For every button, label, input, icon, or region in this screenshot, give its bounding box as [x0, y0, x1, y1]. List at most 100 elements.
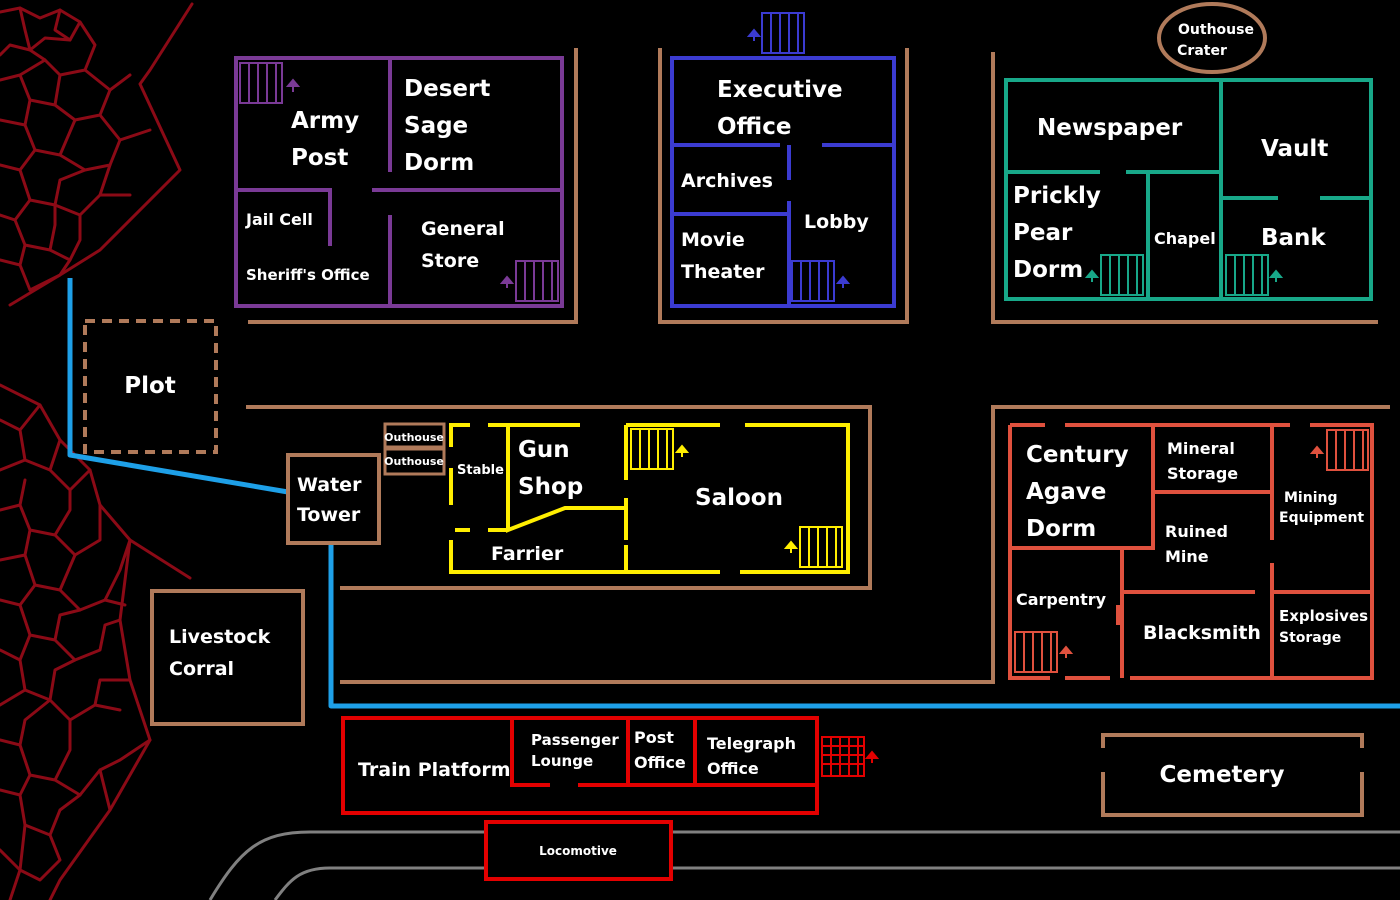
outhouse-1-label: Outhouse [384, 431, 444, 444]
jail-cell-label: Jail Cell [245, 210, 313, 229]
general-store-label-2: Store [421, 250, 479, 272]
post-office-label-2: Office [634, 753, 686, 772]
bank-label: Bank [1261, 225, 1326, 251]
livestock-corral[interactable]: Livestock Corral [150, 589, 305, 726]
explosives-storage-label-2: Storage [1279, 630, 1341, 646]
coral-block-labels: Century Agave Dorm Mineral Storage Minin… [1016, 439, 1368, 646]
general-store-stairs-icon [515, 260, 559, 302]
outhouse-1[interactable]: Outhouse [383, 422, 446, 449]
desert-sage-dorm-label-3: Dorm [404, 150, 474, 176]
century-agave-dorm-label-1: Century [1026, 442, 1129, 468]
post-office-label-1: Post [634, 728, 674, 747]
century-agave-dorm-label-3: Dorm [1026, 516, 1096, 542]
mining-equipment-label-1: Mining [1284, 490, 1337, 506]
telegraph-office-label-1: Telegraph [707, 734, 796, 753]
blue-block-stairs [746, 12, 851, 302]
locomotive[interactable]: Locomotive [484, 820, 673, 881]
blacksmith-label: Blacksmith [1143, 622, 1261, 644]
livestock-corral-label-1: Livestock [169, 626, 271, 648]
teal-block [1004, 78, 1373, 301]
outhouse-crater-label-2: Crater [1177, 43, 1227, 59]
water-pipeline [67, 278, 1400, 709]
up-arrow-icon [1058, 645, 1074, 658]
train-platform-label: Train Platform [358, 759, 511, 781]
canyon-cracks [0, 2, 194, 900]
red-block [341, 716, 819, 815]
passenger-lounge-label-1: Passenger [531, 731, 619, 749]
blue-block [670, 56, 896, 308]
saloon-label: Saloon [695, 485, 783, 511]
mining-equipment-stairs-icon [1326, 429, 1369, 471]
prickly-pear-dorm-label-3: Dorm [1013, 257, 1083, 283]
executive-stairs-icon [761, 12, 805, 54]
desert-sage-dorm-label-2: Sage [404, 113, 468, 139]
ruined-mine-label-2: Mine [1165, 547, 1209, 566]
stable-label: Stable [457, 463, 504, 478]
executive-office-label-1: Executive [717, 77, 843, 103]
saloon-lower-stairs-icon [799, 526, 843, 568]
army-post-label-2: Post [291, 145, 348, 171]
purple-block-stairs [239, 62, 559, 302]
coral-block-stairs [1014, 429, 1369, 673]
carpentry-stairs-icon [1014, 631, 1058, 673]
plot[interactable]: Plot [83, 319, 218, 454]
red-block-stairs [821, 736, 880, 777]
gun-shop-label-2: Shop [518, 474, 583, 500]
mineral-storage-label-2: Storage [1167, 464, 1238, 483]
up-arrow-icon [835, 275, 851, 288]
passenger-lounge-label-2: Lounge [531, 752, 593, 770]
desert-sage-dorm-label-1: Desert [404, 76, 490, 102]
up-arrow-icon [1309, 445, 1325, 458]
blue-block-labels: Executive Office Archives Lobby Movie Th… [681, 77, 869, 283]
sheriffs-office-label: Sheriff's Office [246, 266, 370, 284]
century-agave-dorm-label-2: Agave [1026, 479, 1106, 505]
outhouse-crater-label-1: Outhouse [1178, 22, 1254, 38]
purple-block-labels: Army Post Desert Sage Dorm Jail Cell She… [245, 76, 505, 284]
up-arrow-icon [1268, 269, 1284, 282]
up-arrow-icon [746, 28, 762, 41]
purple-block [234, 56, 564, 308]
teal-block-stairs [1084, 254, 1284, 296]
locomotive-label: Locomotive [539, 844, 617, 858]
vault-label: Vault [1261, 136, 1328, 162]
mining-equipment-label-2: Equipment [1279, 510, 1364, 526]
farrier-label: Farrier [491, 543, 564, 565]
movie-theater-label-2: Theater [681, 261, 765, 283]
outhouse-crater[interactable]: Outhouse Crater [1157, 2, 1267, 74]
up-arrow-icon [864, 750, 880, 763]
movie-theater-stairs-icon [791, 260, 835, 302]
up-arrow-icon [499, 275, 515, 288]
archives-label: Archives [681, 170, 773, 192]
yellow-block-labels: Stable Gun Shop Farrier Saloon [457, 437, 783, 565]
prickly-pear-stairs-icon [1100, 254, 1144, 296]
street-outlines [246, 48, 1390, 684]
water-tower-label-2: Tower [297, 504, 361, 526]
army-post-label-1: Army [291, 108, 359, 134]
army-post-stairs-icon [239, 62, 283, 104]
water-tower-label-1: Water [297, 474, 362, 496]
prickly-pear-dorm-label-1: Prickly [1013, 183, 1101, 209]
coral-block [1008, 423, 1374, 680]
ruined-mine-label-1: Ruined [1165, 522, 1228, 541]
explosives-storage-label-1: Explosives [1279, 607, 1368, 625]
gun-shop-label-1: Gun [518, 437, 570, 463]
mineral-storage-label-1: Mineral [1167, 439, 1235, 458]
outhouse-2[interactable]: Outhouse [383, 447, 446, 476]
up-arrow-icon [1084, 269, 1100, 282]
railroad-tracks [208, 830, 1400, 900]
livestock-corral-label-2: Corral [169, 658, 234, 680]
up-arrow-icon [783, 540, 799, 553]
lobby-label: Lobby [804, 211, 869, 233]
outhouse-2-label: Outhouse [384, 455, 444, 468]
water-tower[interactable]: Water Tower [286, 453, 381, 545]
plot-label: Plot [124, 373, 176, 399]
general-store-label-1: General [421, 218, 505, 240]
movie-theater-label-1: Movie [681, 229, 745, 251]
carpentry-label: Carpentry [1016, 590, 1107, 609]
teal-block-labels: Newspaper Vault Prickly Pear Dorm Chapel… [1013, 115, 1328, 283]
yellow-block [449, 423, 850, 574]
newspaper-label: Newspaper [1037, 115, 1183, 141]
up-arrow-icon [285, 78, 301, 92]
cemetery[interactable]: Cemetery [1101, 733, 1364, 817]
